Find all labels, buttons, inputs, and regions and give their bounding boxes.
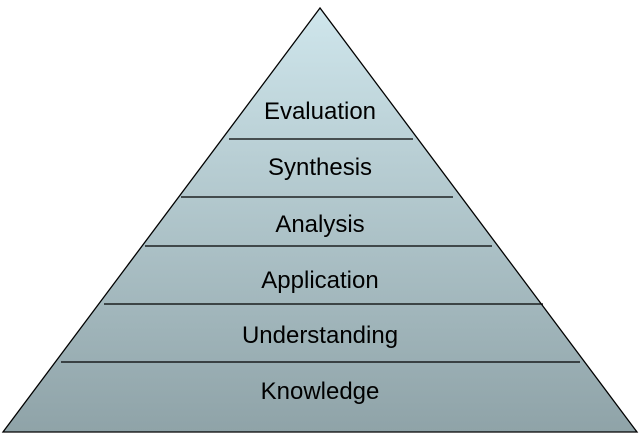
level-label-understanding: Understanding — [242, 322, 398, 349]
pyramid-shape — [1, 6, 639, 433]
level-label-knowledge: Knowledge — [261, 378, 380, 405]
level-label-application: Application — [261, 267, 378, 294]
level-label-synthesis: Synthesis — [268, 154, 372, 181]
level-label-analysis: Analysis — [275, 211, 364, 238]
level-label-evaluation: Evaluation — [264, 98, 376, 125]
